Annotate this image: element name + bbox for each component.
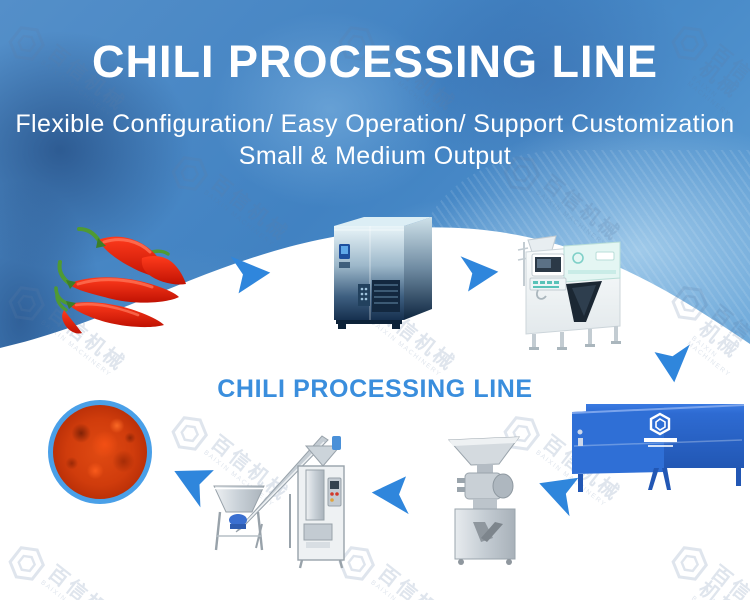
baixin-logo-icon (8, 546, 45, 581)
color-sorter-machine (517, 235, 621, 350)
flow-arrow-right-1-icon (230, 256, 271, 294)
chili-powder-photo (48, 400, 152, 504)
dryer-cabinet-machine (334, 217, 432, 329)
chili-peppers-photo (54, 227, 186, 334)
flow-arrow-left-2-icon (371, 476, 409, 515)
banner-subtitle-line2: Small & Medium Output (238, 142, 512, 170)
banner-title: CHILI PROCESSING LINE (91, 36, 659, 87)
blue-cleaning-machine (572, 404, 745, 492)
packing-machine (213, 435, 345, 569)
banner-subtitle-line1: Flexible Configuration/ Easy Operation/ … (15, 110, 735, 138)
flow-arrow-right-2-icon (460, 256, 499, 292)
grinder-machine (447, 436, 521, 565)
flow-arrow-left-3-icon (174, 470, 214, 508)
flow-heading: CHILI PROCESSING LINE (217, 375, 533, 403)
baixin-logo-icon (671, 546, 708, 581)
flow-arrow-down-icon (654, 344, 690, 383)
flow-arrow-left-1-icon (539, 477, 579, 517)
